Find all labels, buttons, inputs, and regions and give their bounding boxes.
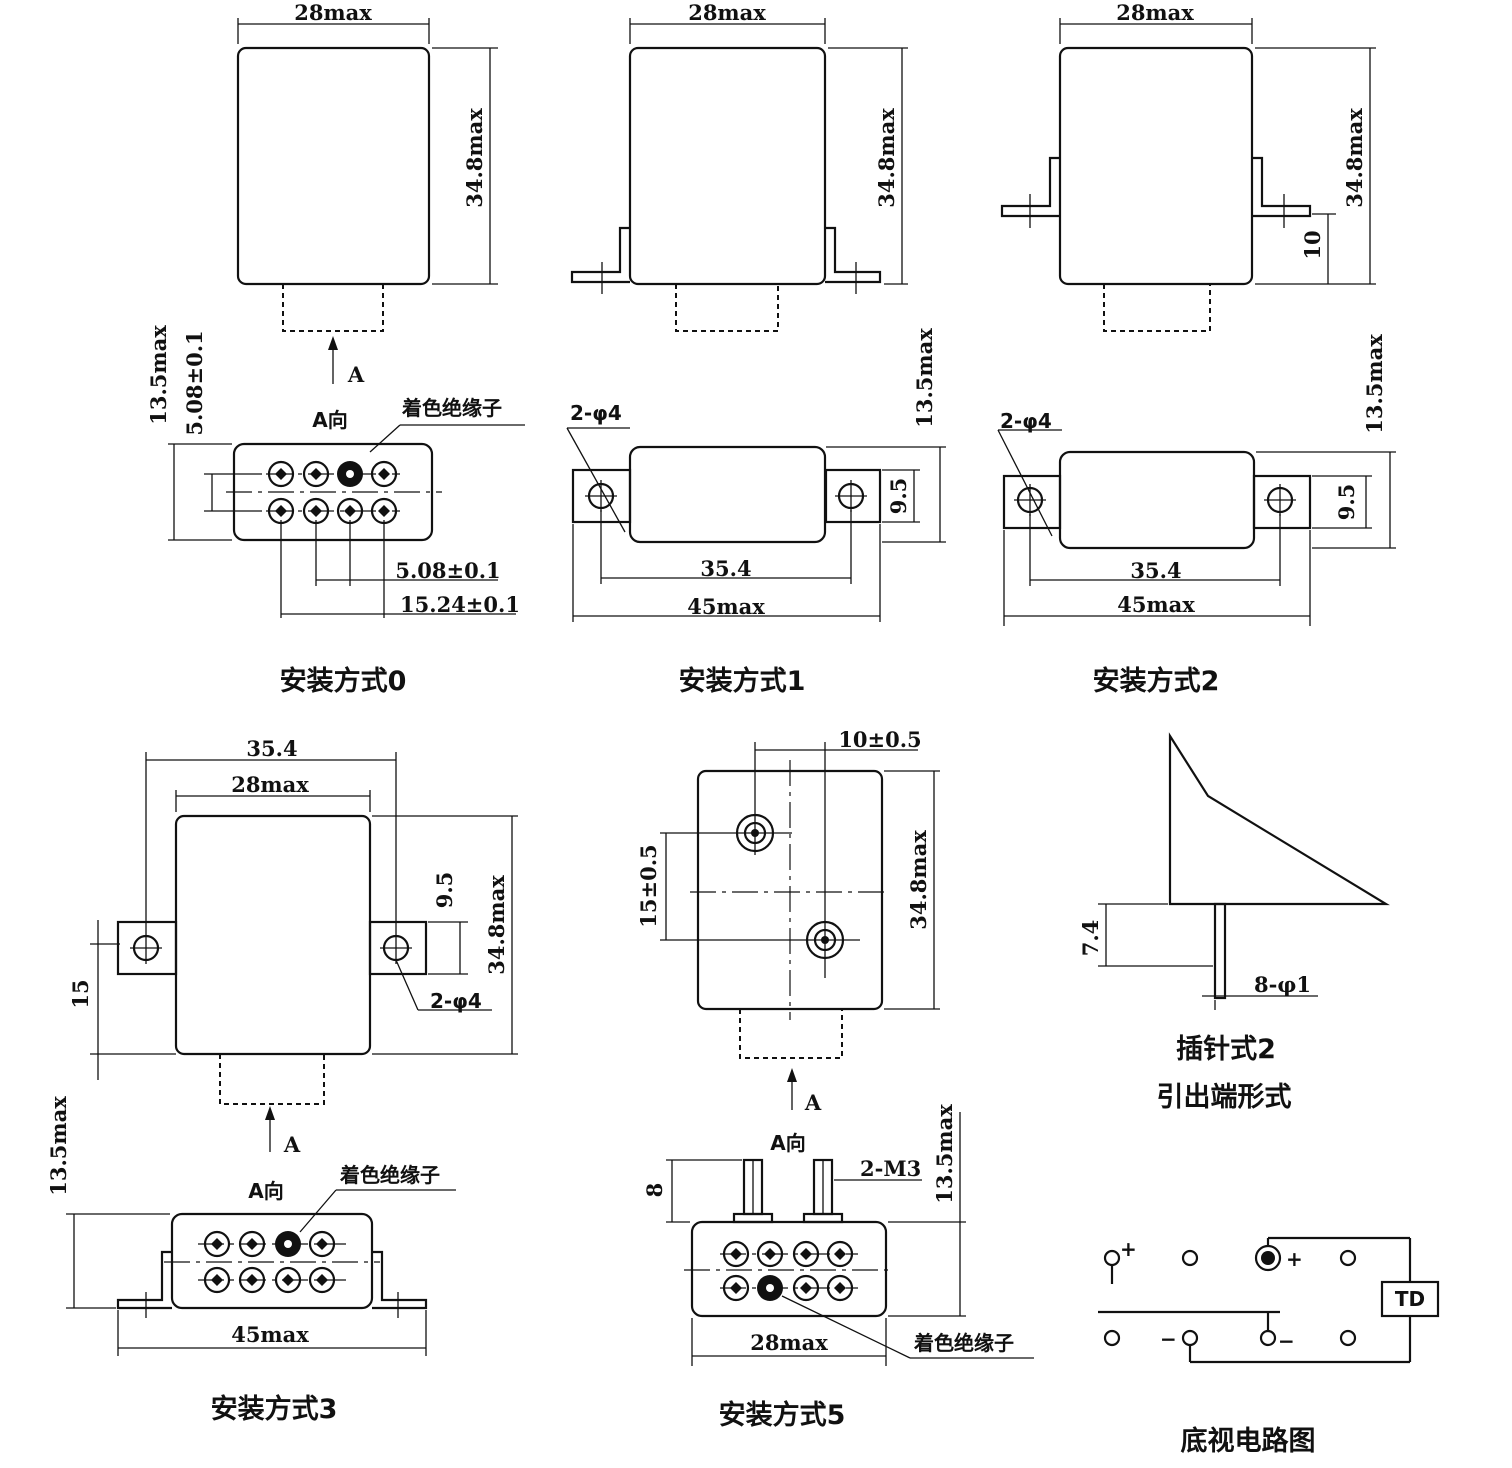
mount3-view-a-label: A向 <box>248 1179 283 1203</box>
mount0-arrow-a-label: A <box>347 362 365 387</box>
mount1-bottom-view <box>566 427 946 622</box>
mount5-stud-height-label: 8 <box>642 1183 667 1198</box>
mount3-front-view <box>90 752 518 1152</box>
mount0-width-label: 28max <box>294 0 372 25</box>
mount3-height-label: 34.8max <box>484 875 509 975</box>
mount3-caption: 安装方式3 <box>211 1393 338 1425</box>
mount5-height-label: 34.8max <box>906 830 931 930</box>
mount1-width-label: 28max <box>688 0 766 25</box>
mount0-insulator-label: 着色绝缘子 <box>401 396 502 420</box>
mount2-bottom-view <box>997 429 1396 626</box>
mount0-pitch-h-label: 5.08±0.1 <box>395 558 500 583</box>
mount2-hole-label: 2-φ4 <box>1000 409 1052 433</box>
mount0-pins <box>267 460 398 525</box>
mount3-bottom-view <box>66 1189 456 1356</box>
mount2-spacing-label: 35.4 <box>1130 558 1181 583</box>
mount3-width-label: 28max <box>231 772 309 797</box>
mount5-pins <box>722 1240 854 1302</box>
circuit-minus-right: − <box>1278 1329 1295 1353</box>
mount1-caption: 安装方式1 <box>679 665 806 697</box>
mount2-length-label: 45max <box>1117 592 1195 617</box>
mount0-height-label: 34.8max <box>462 108 487 208</box>
bottom-circuit-diagram <box>1098 1236 1440 1364</box>
pin-extension-label: 7.4 <box>1078 920 1103 957</box>
mount0-pitch-v-label: 5.08±0.1 <box>182 330 207 435</box>
mount3-hole-label: 2-φ4 <box>430 989 482 1013</box>
circuit-minus-left: − <box>1160 1327 1177 1351</box>
mount1-flange-width-label: 9.5 <box>886 478 911 515</box>
lead-form-caption: 引出端形式 <box>1157 1082 1292 1113</box>
mount3-flange-offset-label: 15 <box>68 979 93 1008</box>
mount1-front-view <box>570 18 908 332</box>
mount2-front-view <box>1000 18 1376 332</box>
mount5-arrow-a-label: A <box>804 1090 822 1115</box>
mount5-bottom-view <box>666 1112 1034 1366</box>
mount1-depth-label: 13.5max <box>912 328 937 428</box>
mount1-hole-label: 2-φ4 <box>570 401 622 425</box>
mount0-depth-label: 13.5max <box>146 325 171 425</box>
mount1-spacing-label: 35.4 <box>700 556 751 581</box>
pin-type-caption: 插针式2 <box>1176 1034 1276 1065</box>
circuit-relay-coil-label: TD <box>1395 1287 1425 1311</box>
mount5-caption: 安装方式5 <box>719 1399 846 1431</box>
mount0-caption: 安装方式0 <box>280 665 407 697</box>
mount5-width-label: 28max <box>750 1330 828 1355</box>
mount2-height-label: 34.8max <box>1342 108 1367 208</box>
mount0-view-a-label: A向 <box>312 408 347 432</box>
mount5-depth-label: 13.5max <box>932 1104 957 1204</box>
mount2-flange-width-label: 9.5 <box>1334 484 1359 521</box>
mount5-stud-label: 2-M3 <box>860 1156 921 1181</box>
mount5-front-view <box>660 742 940 1110</box>
mount1-length-label: 45max <box>687 594 765 619</box>
mount3-pins <box>203 1230 336 1294</box>
mount3-depth-label: 13.5max <box>46 1096 71 1196</box>
mount5-hole-spacing-label: 10±0.5 <box>838 727 921 752</box>
mount0-span-label: 15.24±0.1 <box>400 592 520 617</box>
mount3-flange-width-label: 9.5 <box>432 872 457 909</box>
circuit-plus-left: + <box>1120 1237 1137 1261</box>
mount1-height-label: 34.8max <box>874 108 899 208</box>
mount5-view-a-label: A向 <box>770 1131 805 1155</box>
mount5-insulator-label: 着色绝缘子 <box>913 1331 1014 1355</box>
mount5-hole-vspacing-label: 15±0.5 <box>636 844 661 927</box>
mount2-depth-label: 13.5max <box>1362 334 1387 434</box>
pin-type-drawing <box>1098 732 1390 1010</box>
mount3-insulator-label: 着色绝缘子 <box>339 1163 440 1187</box>
mount3-length-label: 45max <box>231 1322 309 1347</box>
mount0-bottom-view <box>168 424 525 618</box>
mount3-arrow-a-label: A <box>283 1132 301 1157</box>
pin-diameter-label: 8-φ1 <box>1254 972 1311 997</box>
mount3-spacing-label: 35.4 <box>246 736 297 761</box>
mount2-flange-height-label: 10 <box>1300 230 1325 259</box>
mount2-caption: 安装方式2 <box>1093 665 1220 697</box>
mount2-width-label: 28max <box>1116 0 1194 25</box>
bottom-circuit-caption: 底视电路图 <box>1181 1425 1316 1457</box>
mount0-front-view <box>236 18 498 384</box>
circuit-plus-coil: + <box>1286 1247 1303 1271</box>
